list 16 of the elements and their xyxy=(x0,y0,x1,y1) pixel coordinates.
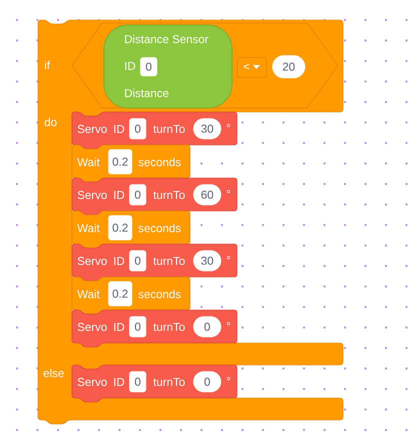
oval-field: 30 xyxy=(193,250,222,272)
oval-field: 60 xyxy=(193,184,222,206)
number-field: 0 xyxy=(129,250,146,272)
number-field: 0 xyxy=(129,184,146,206)
number-field: 0 xyxy=(129,316,146,338)
number-field: 0 xyxy=(129,118,146,140)
number-field: 0 xyxy=(129,371,146,392)
number-field: 0.2 xyxy=(108,149,132,174)
oval-field: 30 xyxy=(193,118,222,140)
operator-dropdown: < xyxy=(237,57,267,78)
number-field: 0 xyxy=(140,57,158,76)
oval-field: 0 xyxy=(193,316,222,338)
number-field: 0.2 xyxy=(108,281,132,306)
number-field: 0.2 xyxy=(108,215,132,240)
oval-field: 20 xyxy=(272,55,306,78)
oval-field: 0 xyxy=(193,371,222,392)
